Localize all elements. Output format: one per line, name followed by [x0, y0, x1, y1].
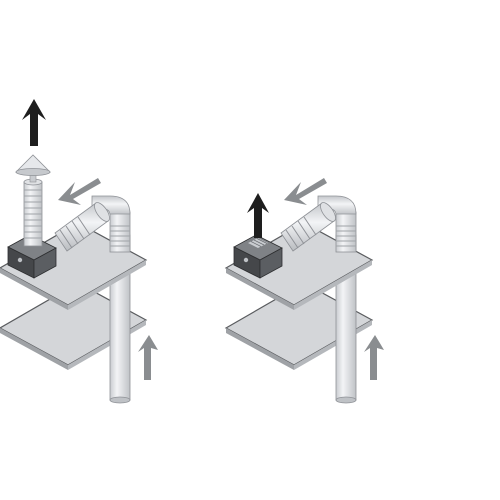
- grille-icon: [248, 238, 268, 248]
- intake-left-arrow-icon: [58, 178, 101, 205]
- exhaust-up-arrow-icon: [247, 193, 269, 238]
- vertical-flue-left: [23, 178, 43, 247]
- upper-floor-slab: [224, 222, 374, 310]
- right-assembly: [224, 178, 384, 404]
- ventilation-unit-right: [233, 234, 283, 279]
- chimney-cap-icon: [15, 154, 51, 183]
- ventilation-unit-left: [7, 234, 57, 279]
- riser-elbow: [317, 195, 357, 253]
- flexible-duct-left: [54, 202, 110, 252]
- fresh-air-up-arrow-icon: [364, 335, 384, 380]
- intake-left-arrow-icon: [284, 178, 327, 205]
- upper-floor-slab: [0, 222, 148, 310]
- left-assembly: [0, 99, 158, 404]
- exhaust-up-arrow-icon: [22, 99, 46, 146]
- fresh-air-up-arrow-icon: [138, 335, 158, 380]
- flexible-duct-right: [280, 202, 336, 252]
